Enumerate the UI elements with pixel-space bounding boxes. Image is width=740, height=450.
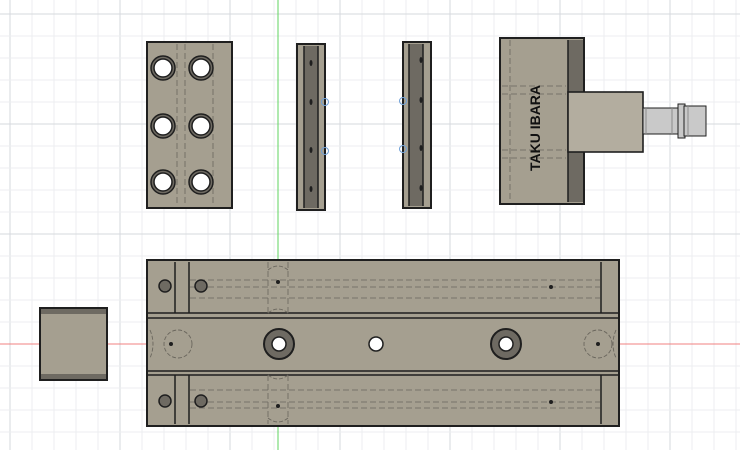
hole — [150, 55, 176, 81]
hole — [150, 113, 176, 139]
rail-side-view-left[interactable] — [296, 43, 329, 211]
block-six-holes[interactable] — [146, 41, 233, 209]
hole — [188, 113, 214, 139]
hole — [188, 169, 214, 195]
rail-side-view-right[interactable] — [399, 41, 432, 209]
hole — [150, 169, 176, 195]
countersunk-hole — [263, 328, 295, 360]
countersunk-hole — [490, 328, 522, 360]
slide-assembly[interactable] — [146, 259, 620, 427]
center-hole — [368, 336, 384, 352]
engraved-text: TAKU IBARA — [527, 85, 543, 171]
motor-shaft[interactable] — [642, 103, 707, 139]
motor-housing[interactable]: TAKU IBARA — [499, 37, 644, 205]
hole — [188, 55, 214, 81]
small-block[interactable] — [39, 307, 108, 381]
